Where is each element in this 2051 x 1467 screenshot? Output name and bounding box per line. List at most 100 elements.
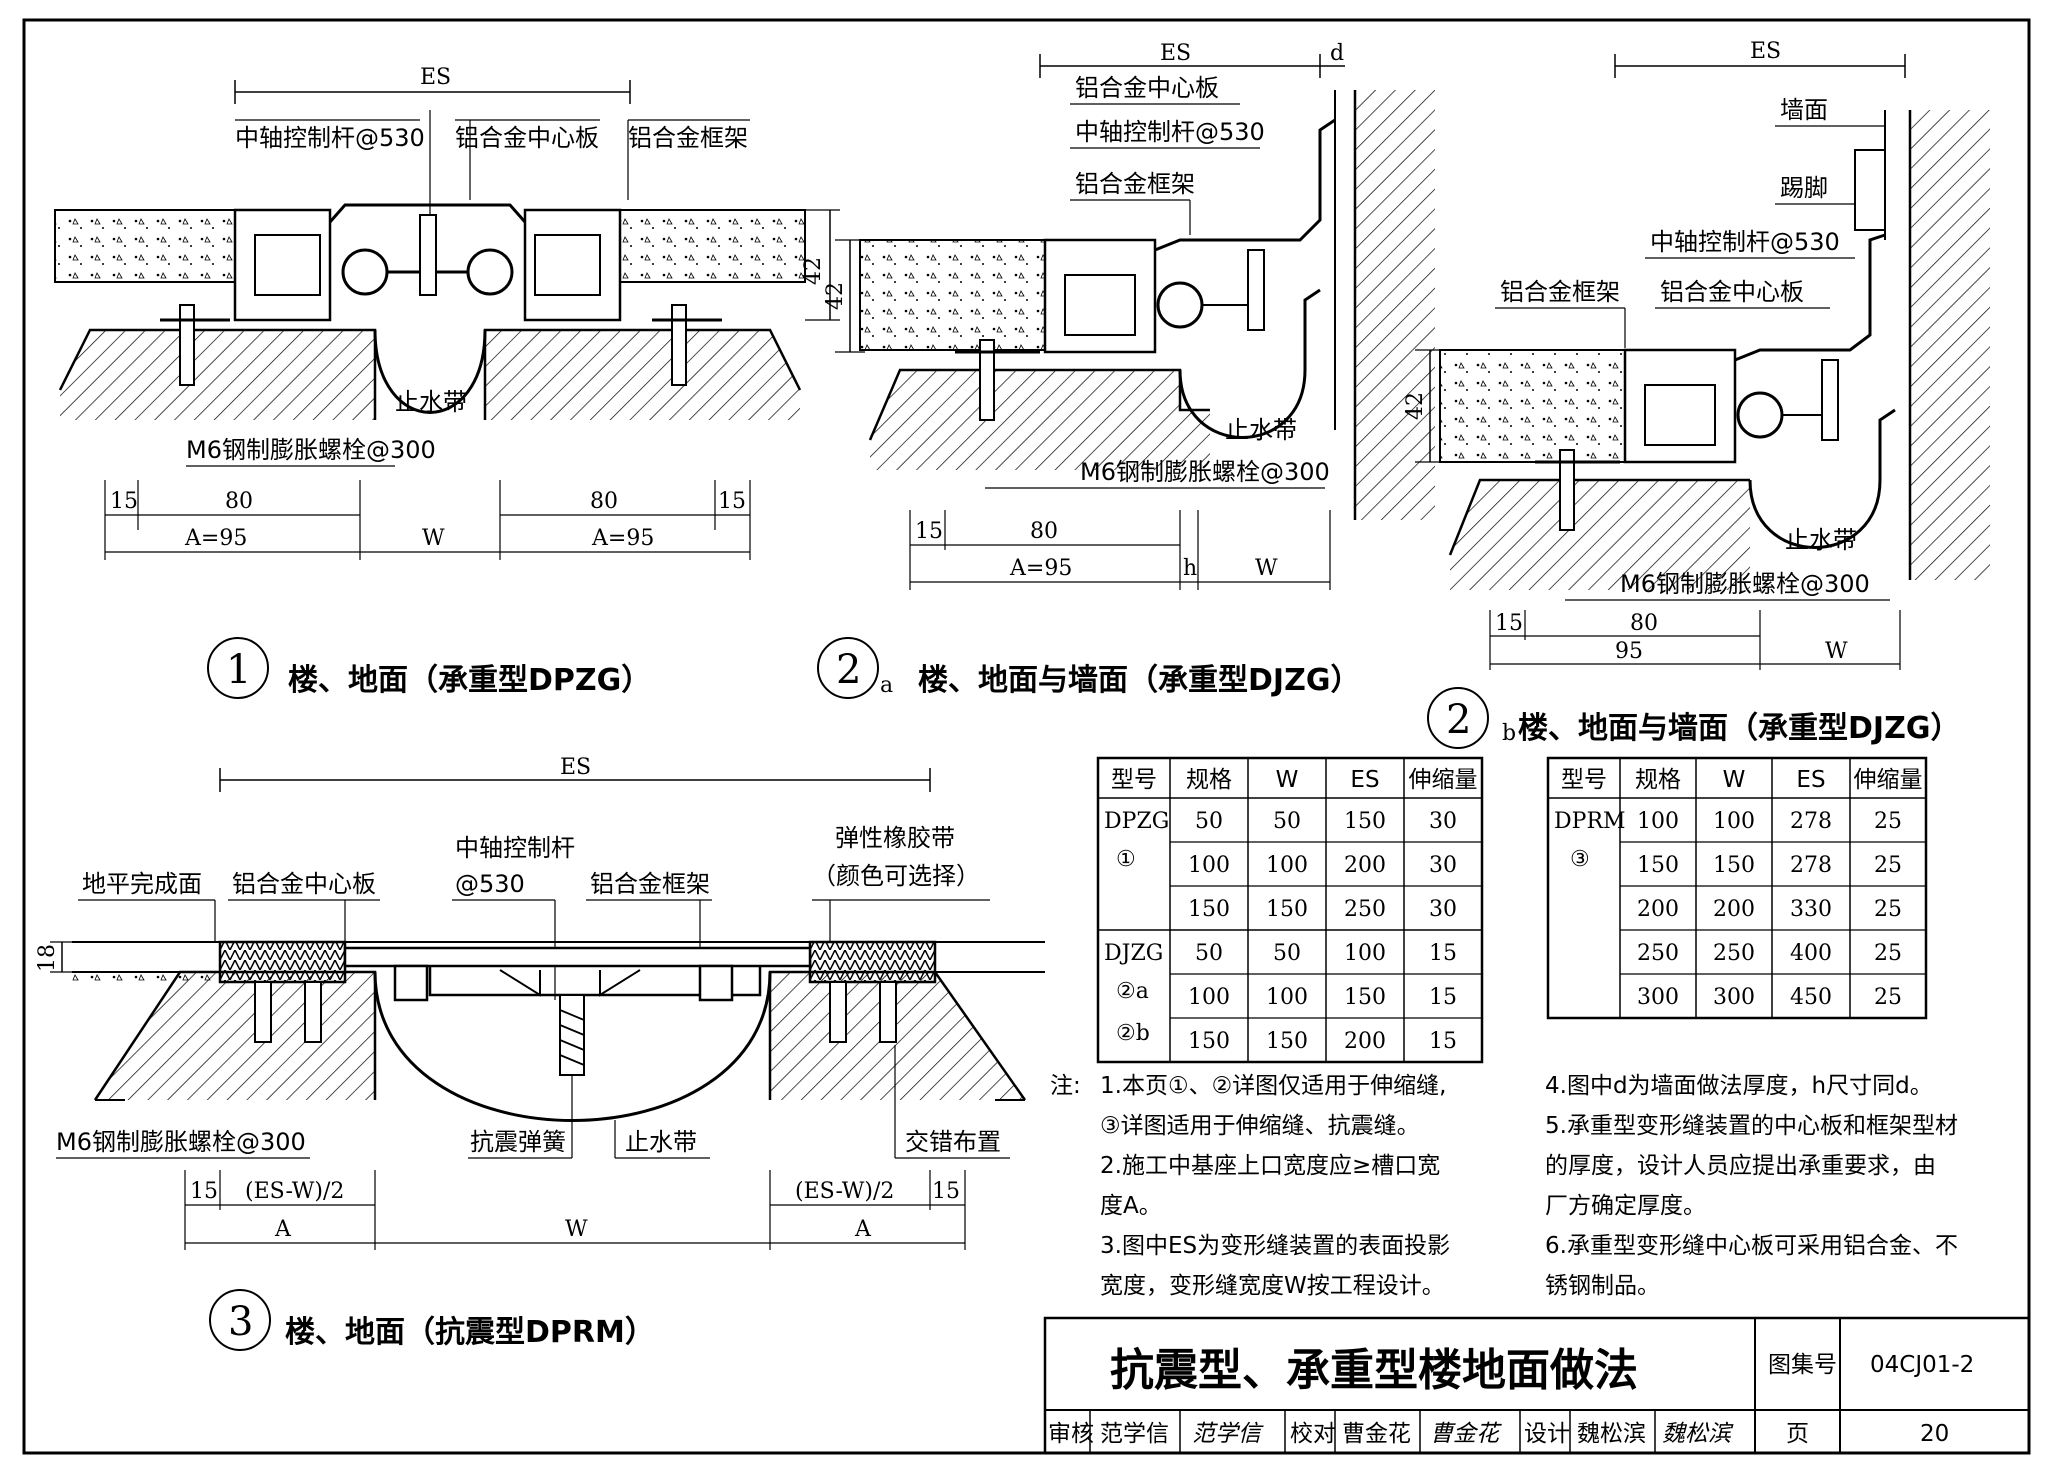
note-line: 厂方确定厚度。 xyxy=(1545,1193,1706,1219)
d3-rubber-label-2: （颜色可选择） xyxy=(812,862,980,890)
d2a-dim-h: h xyxy=(1183,556,1197,581)
d1-dim-15b: 15 xyxy=(718,489,746,514)
d2a-dim-w: W xyxy=(1255,556,1278,581)
table2-cell: 450 xyxy=(1790,985,1832,1010)
note-line: 锈钢制品。 xyxy=(1545,1273,1660,1299)
d3-bolt-label: M6钢制膨胀螺栓@300 xyxy=(56,1128,306,1156)
d3-title: 楼、地面（抗震型DPRM） xyxy=(285,1315,655,1350)
d2b-title-circle xyxy=(1427,687,1489,749)
table1-header: 型号 xyxy=(1111,767,1157,793)
d2a-title-circle xyxy=(817,637,879,699)
table1-header: 伸缩量 xyxy=(1409,767,1478,793)
d1-dim-80a: 80 xyxy=(225,489,253,514)
table2-cell: 25 xyxy=(1874,809,1902,834)
d1-dim-15a: 15 xyxy=(110,489,138,514)
sheet-border xyxy=(22,18,2031,1455)
check-name: 曹金花 xyxy=(1342,1421,1411,1447)
d1-dim-a1: A=95 xyxy=(184,526,247,551)
note-line: 4.图中d为墙面做法厚度，h尺寸同d。 xyxy=(1545,1073,1933,1099)
table2-cell: 25 xyxy=(1874,941,1902,966)
d3-water-stop-label: 止水带 xyxy=(625,1128,697,1156)
table1-cell: 15 xyxy=(1429,985,1457,1010)
table1-model: DPZG xyxy=(1104,809,1169,834)
table1-cell: 15 xyxy=(1429,941,1457,966)
table1-cell: 100 xyxy=(1344,941,1386,966)
atlas-no-label: 图集号 xyxy=(1768,1352,1837,1378)
d1-title-circle xyxy=(207,637,269,699)
d3-dim-w: W xyxy=(565,1217,588,1242)
table2-header: ES xyxy=(1796,767,1825,793)
notes: 注: 1.本页①、②详图仅适用于伸缩缝, ③详图适用于伸缩缝、抗震缝。 2.施工中… xyxy=(1050,1073,1958,1299)
d3-es-label: ES xyxy=(560,755,591,780)
table2-cell: 100 xyxy=(1637,809,1679,834)
design-label: 设计 xyxy=(1524,1421,1570,1447)
d2b-dim-42: 42 xyxy=(1403,392,1428,420)
d2a-center-plate-label: 铝合金中心板 xyxy=(1075,74,1219,102)
table1-cell: 150 xyxy=(1266,1029,1308,1054)
note-line: 6.承重型变形缝中心板可采用铝合金、不 xyxy=(1545,1233,1958,1259)
note-line: 2.施工中基座上口宽度应≥槽口宽 xyxy=(1100,1153,1440,1179)
table2-cell: 150 xyxy=(1637,853,1679,878)
table1-mark: ②a xyxy=(1116,979,1149,1004)
table1-cell: 15 xyxy=(1429,1029,1457,1054)
d2b-rod-label: 中轴控制杆@530 xyxy=(1650,228,1840,256)
table2-cell: 25 xyxy=(1874,897,1902,922)
page-label: 页 xyxy=(1786,1421,1809,1447)
d2b-es-label: ES xyxy=(1750,39,1781,64)
table2-cell: 250 xyxy=(1713,941,1755,966)
d3-rubber-label-1: 弹性橡胶带 xyxy=(835,824,955,852)
note-line: 宽度，变形缝宽度W按工程设计。 xyxy=(1100,1273,1445,1299)
d1-dim-a2: A=95 xyxy=(591,526,654,551)
d3-rod-label-1: 中轴控制杆 xyxy=(455,834,575,862)
d3-dim-18: 18 xyxy=(35,944,60,972)
table2-cell: 200 xyxy=(1713,897,1755,922)
d3-spring-label: 抗震弹簧 xyxy=(470,1128,566,1156)
d2a-water-stop-label: 止水带 xyxy=(1225,416,1297,444)
table1-cell: 250 xyxy=(1344,897,1386,922)
table1-model: DJZG xyxy=(1104,941,1163,966)
detail-2a: ES d 铝合金中心板 中轴控制杆@530 铝合金框架 止水带 xyxy=(817,41,1435,699)
detail-3: ES 地平完成面 铝合金中心板 中轴控制杆 @530 铝合金框架 弹性橡胶带 （… xyxy=(35,755,1045,1351)
d2a-dim-15: 15 xyxy=(915,519,943,544)
d2a-d-label: d xyxy=(1330,41,1344,66)
d2b-bolt-label: M6钢制膨胀螺栓@300 xyxy=(1620,570,1870,598)
d2a-rod-label: 中轴控制杆@530 xyxy=(1075,118,1265,146)
title-block-title: 抗震型、承重型楼地面做法 xyxy=(1110,1345,1638,1396)
atlas-no: 04CJ01-2 xyxy=(1870,1352,1974,1378)
note-line: 1.本页①、②详图仅适用于伸缩缝, xyxy=(1100,1073,1447,1099)
d3-dim-a1: A xyxy=(274,1217,292,1242)
d2b-title: 楼、地面与墙面（承重型DJZG） xyxy=(1518,711,1960,746)
d1-bolt-label: M6钢制膨胀螺栓@300 xyxy=(186,436,436,464)
d3-frame-label: 铝合金框架 xyxy=(590,870,710,898)
d2b-dim-w: W xyxy=(1825,639,1848,664)
d2a-title-sub: a xyxy=(880,673,893,698)
d1-dim-80b: 80 xyxy=(590,489,618,514)
table2-model: DPRM xyxy=(1554,809,1626,834)
table2-header: 型号 xyxy=(1561,767,1607,793)
d2b-dim-80: 80 xyxy=(1630,611,1658,636)
check-signature: 曹金花 xyxy=(1430,1421,1502,1447)
detail-2b: ES 墙面 踢脚 中轴控制杆@530 铝合金框架 铝合金中心板 止水带 xyxy=(1403,39,1990,749)
d3-title-num: 3 xyxy=(228,1299,253,1345)
table1-cell: 100 xyxy=(1266,985,1308,1010)
table2-cell: 250 xyxy=(1637,941,1679,966)
table1-cell: 150 xyxy=(1266,897,1308,922)
d3-title-circle xyxy=(209,1289,271,1351)
table1-cell: 100 xyxy=(1188,853,1230,878)
table2-cell: 200 xyxy=(1637,897,1679,922)
table2-cell: 300 xyxy=(1637,985,1679,1010)
note-line: ③详图适用于伸缩缝、抗震缝。 xyxy=(1100,1113,1420,1139)
d2b-skirting-label: 踢脚 xyxy=(1780,174,1828,202)
d3-staggered-label: 交错布置 xyxy=(905,1128,1001,1156)
table2-cell: 330 xyxy=(1790,897,1832,922)
d2a-es-label: ES xyxy=(1160,41,1191,66)
note-line: 度A。 xyxy=(1100,1193,1162,1219)
d2b-dim-15: 15 xyxy=(1495,611,1523,636)
notes-prefix: 注: xyxy=(1050,1073,1081,1099)
d3-center-plate-label: 铝合金中心板 xyxy=(232,870,376,898)
d2b-title-sub: b xyxy=(1502,721,1516,746)
d1-dim-w: W xyxy=(422,526,445,551)
table1-cell: 50 xyxy=(1195,941,1223,966)
review-label: 审核 xyxy=(1048,1421,1094,1447)
